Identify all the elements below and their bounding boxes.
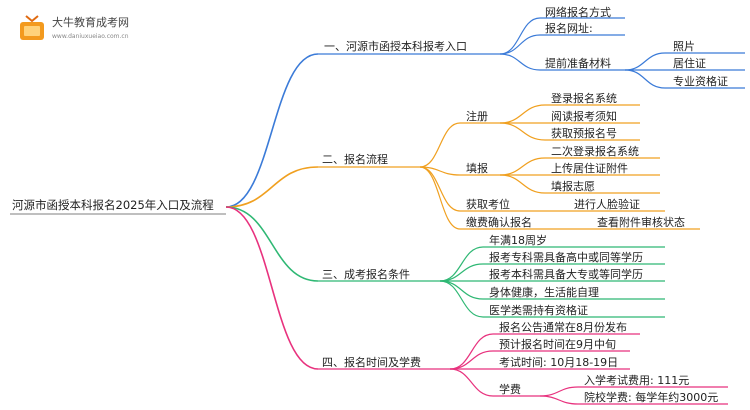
- connector-b2-payment: [419, 166, 461, 230]
- b1-residence-permit: 居住证: [673, 57, 706, 70]
- connector-b3-health: [439, 280, 484, 300]
- b4-tuition: 院校学费: 每学年约3000元: [584, 391, 719, 404]
- branch-2-title: 二、报名流程: [322, 153, 388, 166]
- connector-b2-exam-site: [419, 166, 461, 212]
- b2-fill: 填报: [466, 162, 488, 175]
- b4-exam-fee: 入学考试费用: 111元: [584, 374, 690, 387]
- b3-medical: 医学类需持有资格证: [489, 304, 588, 317]
- b4-registration: 预计报名时间在9月中旬: [499, 338, 616, 351]
- site-logo: [14, 12, 134, 48]
- b4-fees: 学费: [499, 383, 521, 396]
- b2-upload: 上传居住证附件: [551, 162, 628, 175]
- b1-materials: 提前准备材料: [545, 57, 611, 70]
- logo-name: 大牛教育成考网: [52, 16, 129, 29]
- connector-b2-login: [499, 104, 546, 124]
- b2-second-login: 二次登录报名系统: [551, 145, 639, 158]
- connector-b1-photo: [624, 52, 666, 71]
- b2-exam-site: 获取考位: [466, 198, 510, 211]
- connector-root-b4: [225, 206, 319, 370]
- b1-qualification-cert: 专业资格证: [673, 75, 728, 88]
- branch-1-title: 一、河源市函授本科报考入口: [324, 40, 467, 53]
- b1-online-method: 网络报名方式: [545, 6, 611, 19]
- connector-b3-junior: [439, 263, 484, 282]
- connector-b4-exam-fee: [539, 386, 579, 397]
- connector-b4-tuition: [539, 395, 579, 405]
- b2-register: 注册: [466, 110, 488, 123]
- connector-b2-second-login: [499, 157, 546, 176]
- root-topic: 河源市函授本科报名2025年入口及流程: [12, 198, 214, 212]
- b3-health: 身体健康，生活能自理: [489, 286, 599, 299]
- branch-4-title: 四、报名时间及学费: [322, 356, 421, 369]
- b2-choose: 填报志愿: [551, 180, 595, 193]
- b2-audit-status: 查看附件审核状态: [597, 216, 685, 229]
- connector-b1-materials: [499, 53, 541, 71]
- connector-b4-registration: [449, 350, 494, 370]
- b2-read-notice: 阅读报考须知: [551, 110, 617, 123]
- b4-exam-date: 考试时间: 10月18-19日: [499, 356, 619, 369]
- b2-payment: 缴费确认报名: [466, 216, 532, 229]
- b2-get-number: 获取预报名号: [551, 127, 617, 140]
- connector-b1-cert: [624, 69, 666, 89]
- connector-b4-fees: [449, 368, 494, 397]
- connector-b2-register: [419, 122, 461, 168]
- connector-b1-website: [499, 34, 541, 55]
- b1-photo: 照片: [673, 40, 695, 53]
- connector-b3-medical: [439, 280, 484, 318]
- branch-3-title: 三、成考报名条件: [322, 268, 410, 281]
- connector-root-b3: [225, 206, 319, 282]
- connector-root-b2: [225, 166, 319, 208]
- b2-login: 登录报名系统: [551, 92, 617, 105]
- b1-website: 报名网址:: [545, 22, 593, 35]
- logo-url: www.daniuxueiao.com.cn: [52, 33, 129, 40]
- b3-age: 年满18周岁: [489, 234, 547, 247]
- b4-announcement: 报名公告通常在8月份发布: [499, 321, 627, 334]
- book-logo-icon: [20, 15, 44, 40]
- b2-face-verify: 进行人脸验证: [574, 198, 640, 211]
- b3-bachelor: 报考本科需具备大专或等同学历: [489, 268, 643, 281]
- connector-b2-choose: [499, 174, 546, 194]
- b3-junior: 报考专科需具备高中或同等学历: [489, 251, 643, 264]
- connector-b2-number: [499, 122, 546, 141]
- connector-root-b1: [225, 53, 319, 208]
